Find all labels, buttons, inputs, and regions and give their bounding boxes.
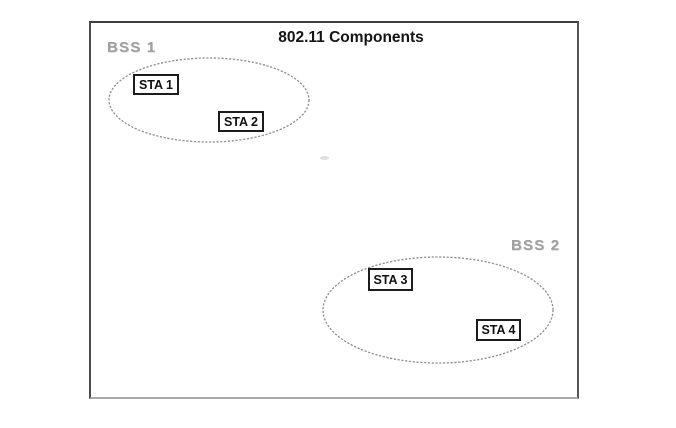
sta2-box: STA 2 <box>218 111 264 132</box>
diagram-title: 802.11 Components <box>278 29 424 46</box>
sta2-label: STA 2 <box>223 114 259 129</box>
bss1-ellipse <box>108 57 310 143</box>
bss2-ellipse <box>322 256 554 364</box>
bss2-label: BSS 2 <box>511 237 561 254</box>
sta3-label: STA 3 <box>373 272 408 287</box>
sta4-label: STA 4 <box>481 323 516 337</box>
sta1-label: STA 1 <box>138 77 174 92</box>
sta3-box: STA 3 <box>368 268 413 291</box>
bss1-label: BSS 1 <box>107 39 157 56</box>
sta4-box: STA 4 <box>476 319 521 341</box>
sta1-box: STA 1 <box>133 74 179 95</box>
scan-artifact <box>320 156 329 160</box>
